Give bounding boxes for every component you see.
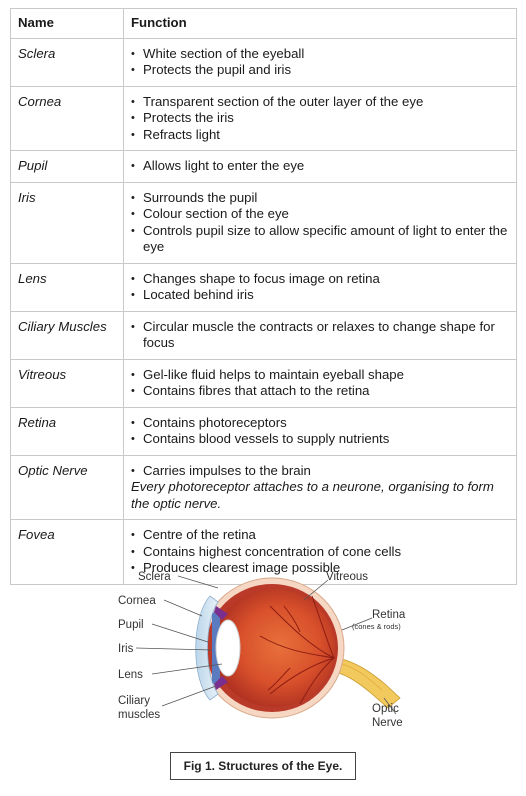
structure-function: Circular muscle the contracts or relaxes…: [123, 310, 517, 360]
eye-structures-table: Name Function ScleraWhite section of the…: [10, 8, 517, 585]
vitreous-shape: [213, 589, 335, 707]
function-list: Allows light to enter the eye: [131, 158, 509, 175]
eye-diagram-svg: Sclera Cornea Pupil Iris Lens Ciliary mu…: [118, 571, 406, 729]
structure-name: Retina: [10, 406, 124, 456]
label-ciliary-line2: muscles: [118, 709, 160, 721]
table-row: FoveaCentre of the retinaContains highes…: [10, 519, 517, 585]
column-header-function: Function: [123, 8, 517, 39]
structure-name: Optic Nerve: [10, 454, 124, 520]
structure-name: Vitreous: [10, 358, 124, 408]
structure-name: Sclera: [10, 37, 124, 87]
structure-function: Centre of the retinaContains highest con…: [123, 519, 517, 585]
function-list: Centre of the retinaContains highest con…: [131, 527, 509, 577]
function-item: Protects the iris: [131, 110, 509, 127]
function-note: Every photoreceptor attaches to a neuron…: [131, 479, 494, 511]
label-vitreous: Vitreous: [326, 571, 368, 583]
table-body: ScleraWhite section of the eyeballProtec…: [10, 37, 517, 585]
label-retina-sub: (cones & rods): [352, 622, 401, 631]
table-row: Pupil Allows light to enter the eye: [10, 150, 517, 183]
table-row: Cornea Transparent section of the outer l…: [10, 85, 517, 151]
structure-function: Changes shape to focus image on retinaLo…: [123, 262, 517, 312]
vitreous-leader-line: [303, 579, 329, 601]
function-item: Produces clearest image possible: [131, 560, 509, 577]
function-item: Refracts light: [131, 127, 509, 144]
table-row: ScleraWhite section of the eyeballProtec…: [10, 37, 517, 87]
function-item: Transparent section of the outer layer o…: [131, 94, 509, 111]
structure-function: Gel-like fluid helps to maintain eyeball…: [123, 358, 517, 408]
structure-name: Pupil: [10, 150, 124, 183]
label-iris: Iris: [118, 643, 134, 655]
pupil-leader-line: [151, 623, 209, 643]
structure-name: Cornea: [10, 85, 124, 151]
table-header-row: Name Function: [10, 8, 517, 39]
label-optic-line2: Nerve: [372, 717, 403, 729]
lens-leader-line: [151, 663, 223, 675]
function-list: White section of the eyeballProtects the…: [131, 46, 509, 79]
function-item: Allows light to enter the eye: [131, 158, 509, 175]
function-list: Gel-like fluid helps to maintain eyeball…: [131, 367, 509, 400]
eye-diagram: Sclera Cornea Pupil Iris Lens Ciliary mu…: [100, 566, 430, 734]
structure-name: Fovea: [10, 519, 124, 585]
table-row: LensChanges shape to focus image on reti…: [10, 262, 517, 312]
structure-function: Surrounds the pupilColour section of the…: [123, 181, 517, 264]
table-row: Optic NerveCarries impulses to the brain…: [10, 454, 517, 520]
structure-function: White section of the eyeballProtects the…: [123, 37, 517, 87]
label-cornea: Cornea: [118, 595, 156, 607]
label-ciliary-line1: Ciliary: [118, 695, 150, 707]
function-item: Contains photoreceptors: [131, 415, 509, 432]
function-list: Circular muscle the contracts or relaxes…: [131, 319, 509, 352]
ciliary-muscles-shape: [214, 606, 228, 620]
lens-shape: [215, 619, 241, 677]
label-optic-line1: Optic: [372, 703, 399, 715]
label-lens: Lens: [118, 669, 143, 681]
function-item: White section of the eyeball: [131, 46, 509, 63]
function-item: Contains blood vessels to supply nutrien…: [131, 431, 509, 448]
structure-name: Ciliary Muscles: [10, 310, 124, 360]
function-item: Contains fibres that attach to the retin…: [131, 383, 509, 400]
cornea-leader-line: [163, 599, 203, 617]
function-item: Located behind iris: [131, 287, 509, 304]
iris-leader-line: [135, 647, 213, 651]
function-item: Circular muscle the contracts or relaxes…: [131, 319, 509, 352]
function-item: Carries impulses to the brain: [131, 463, 509, 480]
cornea-shape: [195, 595, 219, 701]
function-list: Surrounds the pupilColour section of the…: [131, 190, 509, 256]
label-pupil: Pupil: [118, 619, 144, 631]
function-item: Contains highest concentration of cone c…: [131, 544, 509, 561]
ciliary-leader-line: [161, 685, 217, 707]
label-retina: Retina: [372, 609, 406, 621]
structure-function: Allows light to enter the eye: [123, 150, 517, 183]
structure-name: Lens: [10, 262, 124, 312]
function-item: Centre of the retina: [131, 527, 509, 544]
blood-vessels: [259, 595, 335, 705]
function-item: Changes shape to focus image on retina: [131, 271, 509, 288]
table-row: RetinaContains photoreceptorsContains bl…: [10, 406, 517, 456]
table-row: Ciliary MusclesCircular muscle the contr…: [10, 310, 517, 360]
sclera-leader-line: [177, 575, 219, 589]
label-sclera: Sclera: [138, 571, 171, 583]
optic-nerve-shape: [335, 657, 401, 709]
function-item: Surrounds the pupil: [131, 190, 509, 207]
optic-nerve-leader-line: [383, 697, 397, 715]
function-item: Colour section of the eye: [131, 206, 509, 223]
function-item: Gel-like fluid helps to maintain eyeball…: [131, 367, 509, 384]
function-item: Protects the pupil and iris: [131, 62, 509, 79]
function-item: Controls pupil size to allow specific am…: [131, 223, 509, 256]
figure-caption: Fig 1. Structures of the Eye.: [170, 752, 356, 780]
function-list: Contains photoreceptorsContains blood ve…: [131, 415, 509, 448]
structure-name: Iris: [10, 181, 124, 264]
column-header-name: Name: [10, 8, 124, 39]
retina-leader-line: [341, 617, 373, 631]
table-row: Vitreous Gel-like fluid helps to maintain…: [10, 358, 517, 408]
table-row: IrisSurrounds the pupilColour section of…: [10, 181, 517, 264]
function-list: Carries impulses to the brain: [131, 463, 509, 480]
structure-function: Transparent section of the outer layer o…: [123, 85, 517, 151]
function-list: Transparent section of the outer layer o…: [131, 94, 509, 144]
function-list: Changes shape to focus image on retinaLo…: [131, 271, 509, 304]
structure-function: Contains photoreceptorsContains blood ve…: [123, 406, 517, 456]
